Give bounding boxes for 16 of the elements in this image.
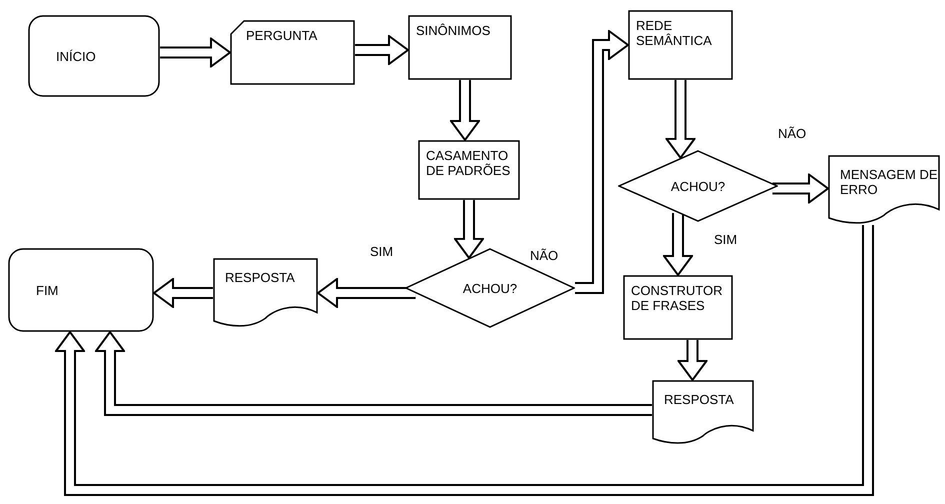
edge-label: NÃO <box>776 126 808 141</box>
edge-label: SIM <box>712 232 740 247</box>
edge-label: SIM <box>368 244 396 259</box>
node-label: INÍCIO <box>56 48 96 64</box>
node-label: RESPOSTA <box>664 392 734 407</box>
node-label: REDE SEMÂNTICA <box>636 18 713 48</box>
node-label: MENSAGEM DE ERRO <box>840 167 939 197</box>
node-label: FIM <box>36 282 58 298</box>
edge-label: NÃO <box>528 248 560 263</box>
node-label: PERGUNTA <box>246 28 318 43</box>
node-label: ACHOU? <box>670 178 726 194</box>
node-label: SINÔNIMOS <box>416 23 490 38</box>
node-label: ACHOU? <box>462 280 518 296</box>
node-label: CASAMENTO DE PADRÕES <box>426 148 512 178</box>
node-label: CONSTRUTOR DE FRASES <box>631 283 724 313</box>
node-label: RESPOSTA <box>225 270 295 285</box>
